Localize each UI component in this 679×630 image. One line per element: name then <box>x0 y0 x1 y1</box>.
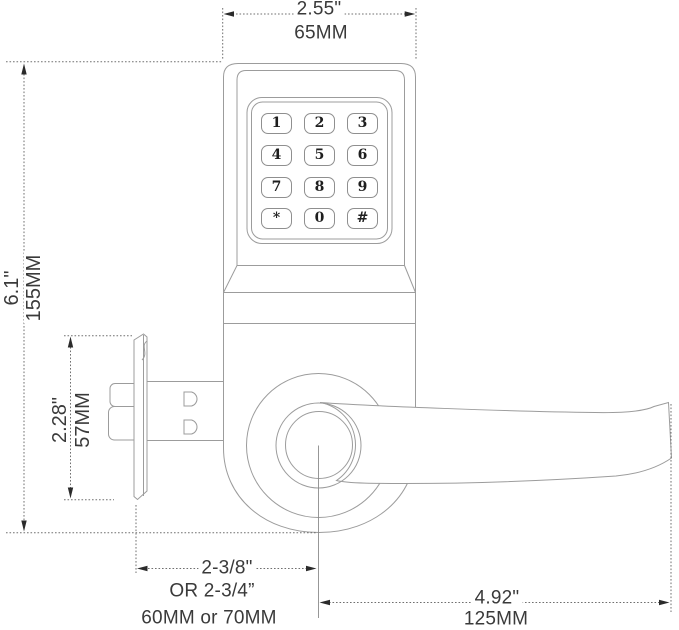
hub-core <box>285 411 353 479</box>
keypad-key: 0 <box>304 207 335 229</box>
dim-lever-length-mm: 125MM <box>463 608 529 630</box>
keypad-key: 7 <box>261 176 292 198</box>
dim-backset-inches: 2-3/8" <box>198 558 256 578</box>
keypad-key: 4 <box>261 144 292 166</box>
keypad-panel-outer <box>246 97 393 244</box>
faceplate-notch <box>141 340 148 361</box>
dim-latch-height-mm: 57MM <box>72 390 94 450</box>
bezel-flare-right <box>404 265 416 293</box>
dim-overall-height-inches: 6.1" <box>1 268 23 308</box>
arrow-lever-left <box>319 599 330 606</box>
dim-backset-mm: 60MM or 70MM <box>141 607 277 629</box>
dim-latch-height-inches: 2.28" <box>49 394 71 446</box>
dim-top-width-mm: 65MM <box>294 22 348 44</box>
keypad-key: 2 <box>304 112 335 134</box>
dim-top-width-inches: 2.55" <box>293 0 345 19</box>
latch-faceplate <box>133 333 148 501</box>
dim-backset-alt: OR 2-3/4” <box>169 580 255 602</box>
arrow-backset-right <box>306 565 317 572</box>
arrow-top-left <box>223 11 234 17</box>
keypad-key: 8 <box>304 176 335 198</box>
latch-hole-bottom <box>183 419 198 435</box>
keypad-panel-inner <box>251 101 388 240</box>
arrow-latch-top <box>67 336 74 348</box>
dim-overall-height-mm: 155MM <box>23 252 45 324</box>
bezel-flare-left <box>223 265 238 293</box>
latch-case <box>146 381 224 441</box>
keypad-key-hash: # <box>347 207 378 229</box>
arrow-backset-left <box>137 565 148 572</box>
keypad-key: 1 <box>261 112 292 134</box>
arrow-lever-right <box>659 599 670 606</box>
keypad-key-star: * <box>261 207 292 229</box>
arrow-height-top <box>21 63 27 75</box>
keypad-key: 5 <box>304 144 335 166</box>
arrow-height-bottom <box>21 520 27 532</box>
keypad-key: 6 <box>347 144 378 166</box>
lever-handle <box>319 401 673 485</box>
keypad-key: 3 <box>347 112 378 134</box>
latch-hole-top <box>183 391 198 407</box>
keypad-key: 9 <box>347 176 378 198</box>
housing-bezel <box>236 70 405 266</box>
arrow-latch-bottom <box>67 487 74 499</box>
arrow-top-right <box>404 11 416 17</box>
dim-lever-length-inches: 4.92" <box>471 588 523 608</box>
